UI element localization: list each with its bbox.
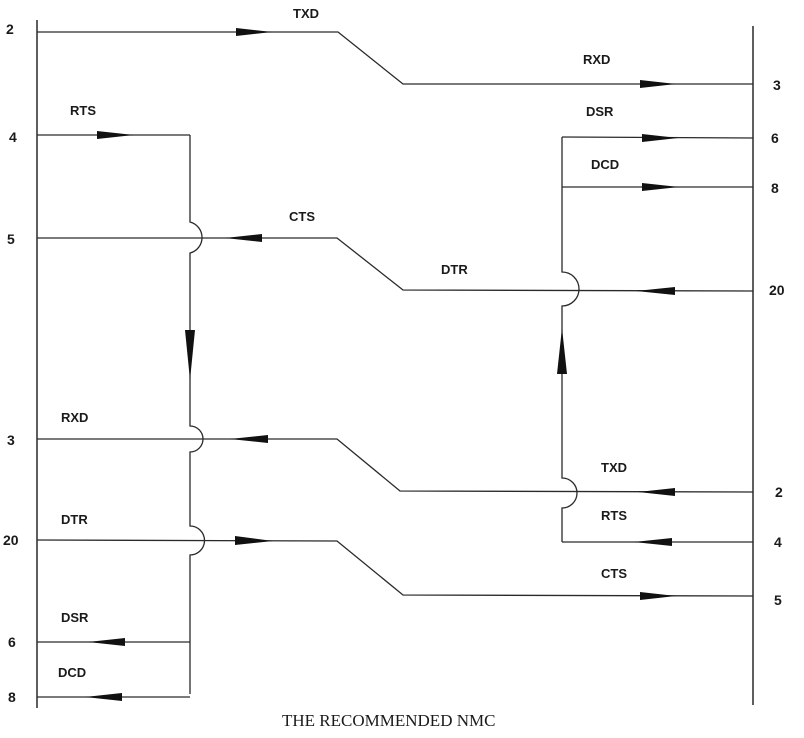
arrow-left-icon — [634, 538, 672, 546]
signal-label-dsr-left: DSR — [61, 610, 89, 625]
left-pin-6: 6 — [8, 634, 16, 650]
arrow-left-icon — [225, 234, 262, 242]
left-pin-20: 20 — [3, 532, 19, 548]
signal-label-dcd-right: DCD — [591, 157, 619, 172]
right-pin-5: 5 — [774, 592, 782, 608]
signal-label-rxd-right: RXD — [583, 52, 610, 67]
arrow-right-icon — [640, 592, 676, 600]
left-pin-5: 5 — [7, 231, 15, 247]
signal-label-dcd-left: DCD — [58, 665, 86, 680]
signal-label-rts-left: RTS — [70, 103, 96, 118]
left-pin-2: 2 — [6, 21, 14, 37]
arrow-right-icon — [642, 183, 679, 191]
right-pin-3: 3 — [773, 77, 781, 93]
arrow-right-icon — [235, 536, 273, 545]
arrow-right-icon — [642, 134, 678, 142]
right-pin-4: 4 — [774, 534, 782, 550]
arrow-up-icon — [557, 328, 567, 374]
wire-dtr-to-cts-return — [36, 539, 754, 597]
arrow-left-icon — [85, 693, 122, 701]
right-pin-2: 2 — [775, 484, 783, 500]
arrow-left-icon — [636, 287, 675, 295]
wire-left-loop-vertical — [189, 135, 206, 694]
diagram-caption: THE RECOMMENDED NMC — [282, 711, 495, 730]
signal-label-dtr-left: DTR — [61, 512, 88, 527]
signal-label-dsr-right: DSR — [586, 104, 614, 119]
wire-dtr-to-cts — [37, 237, 754, 292]
arrow-left-icon — [88, 638, 125, 646]
left-pin-3: 3 — [7, 432, 15, 448]
right-pin-8: 8 — [771, 180, 779, 196]
signal-label-cts-left: CTS — [289, 209, 315, 224]
left-pin-4: 4 — [9, 129, 17, 145]
left-pin-8: 8 — [8, 689, 16, 705]
arrow-right-icon — [640, 80, 676, 88]
right-pin-20: 20 — [769, 282, 785, 298]
arrow-left-icon — [638, 488, 675, 496]
wire-right-loop-vertical — [561, 137, 580, 542]
signal-label-cts-right: CTS — [601, 566, 627, 581]
signal-label-txd-left: TXD — [293, 6, 319, 21]
arrow-right-icon — [97, 131, 134, 139]
signal-label-rts-right: RTS — [601, 508, 627, 523]
arrow-right-icon — [236, 28, 272, 36]
signal-label-txd-right: TXD — [601, 460, 627, 475]
signal-label-dtr-right: DTR — [441, 262, 468, 277]
arrow-left-icon — [230, 435, 268, 443]
right-pin-6: 6 — [771, 130, 779, 146]
wire-txd-to-rxd — [37, 31, 753, 85]
signal-label-rxd-left: RXD — [61, 410, 88, 425]
wire-txd-to-rxd-return — [37, 438, 754, 493]
arrow-down-icon — [185, 330, 195, 380]
